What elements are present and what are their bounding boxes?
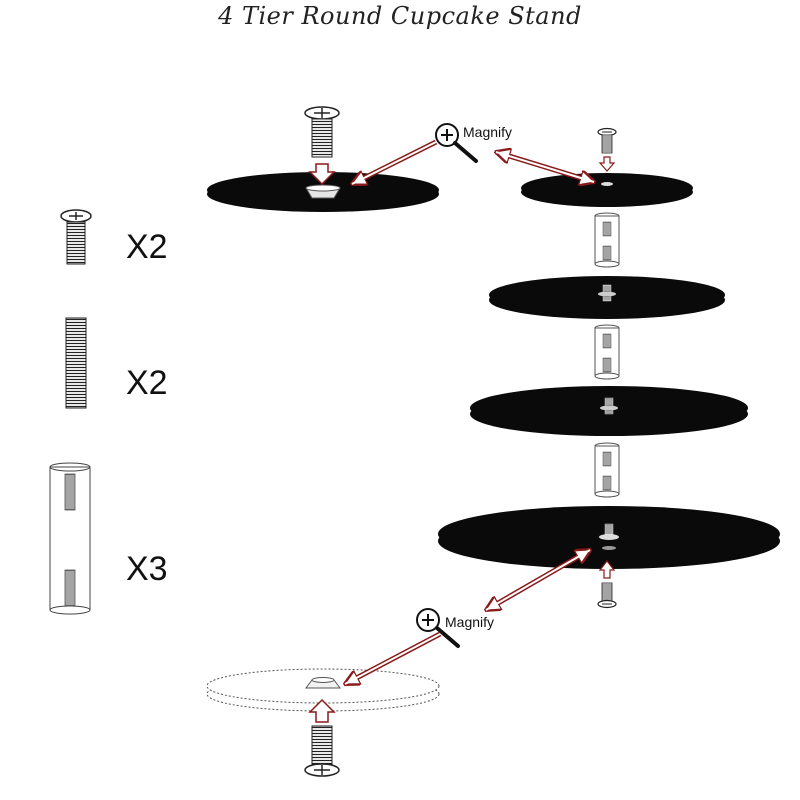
arrow-down-icon xyxy=(308,163,336,186)
magnifier-icon xyxy=(435,123,478,163)
screw-icon xyxy=(597,582,617,609)
tier-2-plate xyxy=(489,276,725,319)
clear-spacer-tube xyxy=(594,324,620,380)
clear-spacer-tube xyxy=(594,442,620,498)
magnify-label-bottom: Magnify xyxy=(445,614,495,630)
arrow-up-icon xyxy=(598,560,616,579)
magnified-bottom-plate xyxy=(206,668,440,712)
clear-spacer-tube-icon xyxy=(49,462,91,615)
magnified-top-plate xyxy=(207,172,439,212)
callout-arrow-top-right-inner xyxy=(495,151,595,183)
arrow-up-icon xyxy=(308,698,336,723)
arrow-down-icon xyxy=(598,156,616,172)
magnify-label-top: Magnify xyxy=(463,124,513,140)
tier-3-plate xyxy=(470,386,748,436)
screw-icon xyxy=(304,106,340,158)
screw-icon xyxy=(304,725,340,777)
callout-arrow-bottom-left-inner xyxy=(344,633,441,685)
tier-4-plate xyxy=(438,506,780,569)
magnifier-icon xyxy=(416,608,460,648)
screw-icon xyxy=(597,127,617,154)
callout-arrow-top-left-inner xyxy=(351,141,437,185)
callout-arrow-bottom-right-inner xyxy=(485,549,591,611)
tier-1-plate xyxy=(521,173,693,207)
spacer-quantity-label: X3 xyxy=(126,550,168,588)
screw-icon xyxy=(60,209,92,265)
threaded-rod-icon xyxy=(65,317,87,409)
rod-quantity-label: X2 xyxy=(126,364,168,402)
screw-quantity-label: X2 xyxy=(126,228,168,266)
clear-spacer-tube xyxy=(594,212,620,268)
page-title: 4 Tier Round Cupcake Stand xyxy=(218,2,582,30)
